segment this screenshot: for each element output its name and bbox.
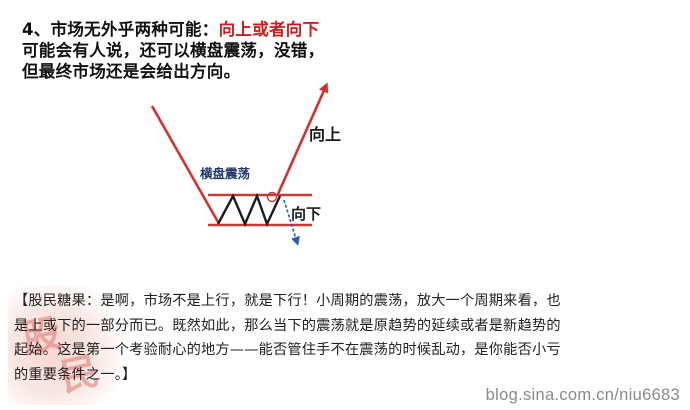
range-label: 横盘震荡 (200, 166, 251, 181)
down-breakout-arrow (283, 199, 300, 246)
breakout-point (266, 191, 278, 203)
market-direction-diagram (150, 82, 329, 246)
heading-line-3: 但最终市场还是会给出方向。 (22, 62, 241, 81)
illustration-panel (0, 0, 398, 258)
heading-line-1-text: 4、市场无外乎两种可能： (22, 20, 219, 39)
commentary-block: 【股民糖果：是啊，市场不是上行，就是下行！小周期的震荡，放大一个周期来看，也 是… (14, 289, 680, 387)
up-breakout-line (276, 82, 329, 195)
heading-accent-text: 向上或者向下 (218, 20, 320, 39)
blog-watermark: blog.sina.com.cn/niu6683 (485, 386, 680, 404)
heading-line-2: 可能会有人说，还可以横盘震荡，没错， (22, 41, 325, 60)
downtrend-line (150, 105, 220, 223)
up-label: 向上 (309, 125, 342, 144)
consolidation-zigzag (216, 192, 282, 228)
commentary-line-1: 【股民糖果：是啊，市场不是上行，就是下行！小周期的震荡，放大一个周期来看，也 (14, 293, 561, 309)
heading-line-1: 4、市场无外乎两种可能：向上或者向下 (22, 19, 392, 40)
heading-block: 4、市场无外乎两种可能：向上或者向下 可能会有人说，还可以横盘震荡，没错， 但最… (22, 19, 392, 82)
commentary-line-2: 是上或下的一部分而已。既然如此，那么当下的震荡就是原趋势的延续或者是新趋势的 (14, 317, 561, 334)
seal-stamp-image: 股 民 (8, 285, 120, 405)
commentary-line-3: 起始。这是第一个考验耐心的地方——能否管住手不在震荡的时候乱动，是你能否小亏 (14, 342, 561, 358)
commentary-line-4: 的重要条件之一。】 (14, 366, 137, 383)
down-label: 向下 (291, 205, 322, 223)
